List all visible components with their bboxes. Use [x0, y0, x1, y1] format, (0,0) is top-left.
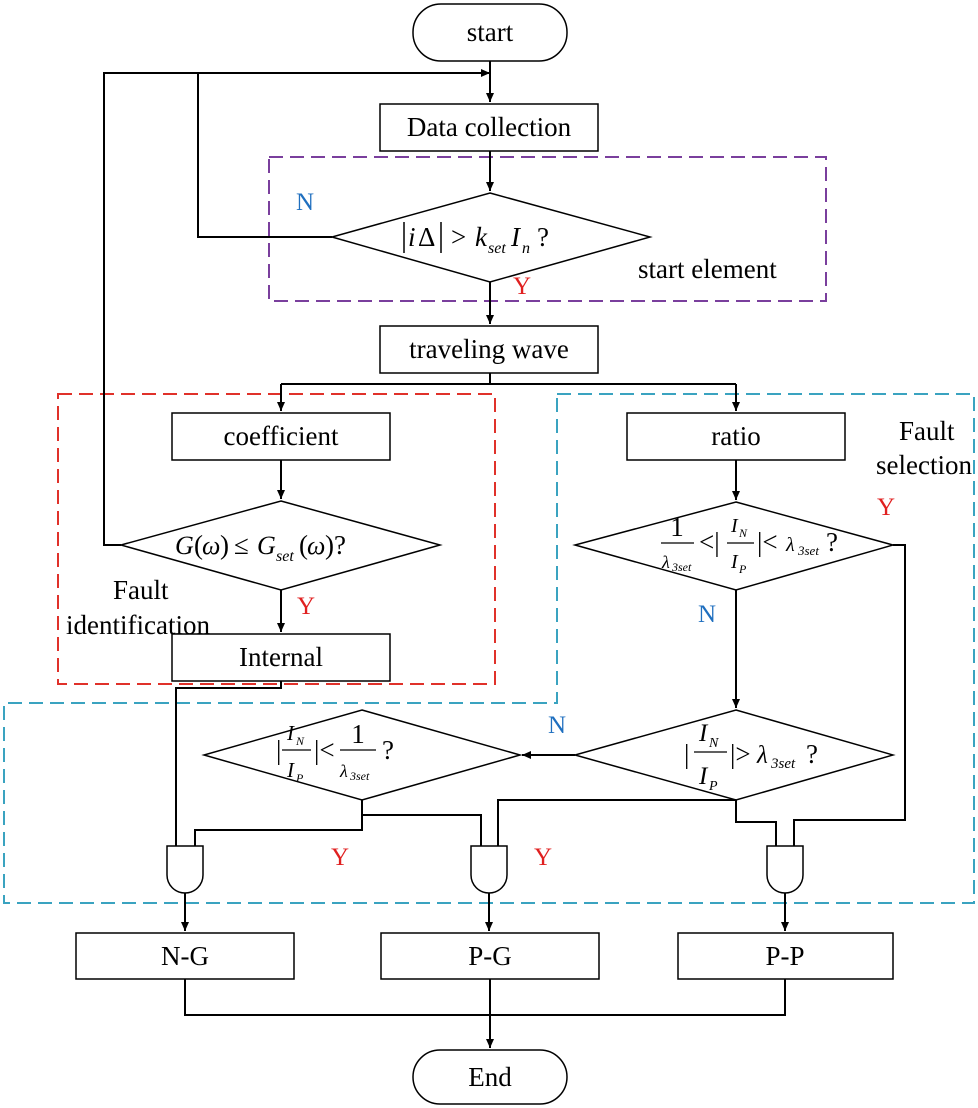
g-check-diamond [118, 500, 443, 591]
svg-text:I: I [698, 720, 709, 747]
pp-box [677, 932, 894, 980]
ratio-range-formula: 1 λ 3set <| I N I P |< λ 3set ? [661, 512, 838, 576]
no-label-start: N [296, 189, 314, 216]
svg-text:≤: ≤ [234, 530, 249, 560]
internal-box [171, 633, 391, 682]
start-label: start [467, 17, 514, 47]
svg-text:3set: 3set [349, 769, 370, 783]
svg-text:<|: <| [699, 527, 720, 557]
svg-text:n: n [522, 240, 530, 257]
yes-label-g-check: Y [297, 593, 315, 620]
and-gate-pp [766, 845, 804, 894]
svg-text:|: | [684, 739, 689, 769]
coefficient-label: coefficient [224, 421, 339, 451]
svg-text:(: ( [194, 530, 203, 560]
yes-label-ratio-low: Y [331, 844, 349, 871]
svg-text:λ: λ [661, 552, 670, 572]
fault-selection-label-1: Fault [899, 416, 955, 446]
internal-label: Internal [239, 642, 323, 672]
svg-text:1: 1 [670, 512, 684, 542]
fault-identification-label-1: Fault [113, 575, 169, 605]
svg-text:λ: λ [785, 534, 795, 556]
fault-identification-label-2: identification [66, 610, 210, 640]
data-collection-label: Data collection [407, 112, 572, 142]
yes-label-ratio-range: Y [877, 494, 895, 521]
ratio-box [626, 412, 846, 461]
svg-text:I: I [286, 721, 295, 745]
svg-text:?: ? [826, 527, 838, 557]
yes-label-ratio-high: Y [534, 844, 552, 871]
svg-text:)?: )? [325, 530, 346, 560]
svg-text:G: G [257, 531, 276, 560]
svg-text:P: P [738, 562, 747, 576]
ratio-low-formula: | I N I P |< 1 λ 3set ? [276, 719, 394, 785]
ratio-high-formula: | I N I P |> λ 3set ? [684, 720, 818, 794]
start-check-diamond [329, 192, 653, 283]
svg-text:|<: |< [314, 735, 335, 765]
svg-text:I: I [730, 515, 739, 537]
svg-text:N: N [708, 736, 719, 751]
start-element-region [268, 156, 827, 302]
svg-text:λ: λ [756, 742, 768, 769]
connectors [103, 61, 906, 1048]
svg-text:1: 1 [351, 719, 365, 749]
svg-text:?: ? [806, 739, 818, 769]
and-gate-ng [166, 845, 204, 894]
svg-text:I: I [730, 551, 739, 573]
svg-text:|: | [276, 735, 281, 765]
svg-text:|>: |> [730, 739, 751, 769]
ng-box [75, 932, 295, 980]
svg-text:?: ? [537, 222, 549, 252]
yes-label-start: Y [513, 273, 531, 300]
g-check-formula: G ( ω ) ≤ G set ( ω )? [175, 530, 346, 565]
svg-text:N: N [738, 526, 748, 540]
fault-selection-label-2: selection [876, 450, 972, 480]
svg-text:>: > [451, 222, 466, 252]
svg-text:P: P [708, 779, 718, 794]
data-collection-box [379, 103, 599, 152]
ratio-label: ratio [711, 421, 760, 451]
coefficient-box [171, 412, 391, 461]
no-label-ratio-high: N [548, 712, 566, 739]
svg-text:(: ( [299, 530, 308, 560]
pg-box [380, 932, 600, 980]
end-label: End [468, 1062, 512, 1092]
start-element-label: start element [638, 254, 777, 284]
svg-text:P: P [295, 771, 304, 785]
svg-text:3set: 3set [770, 756, 796, 772]
start-check-formula: i Δ > k set I n ? [403, 222, 549, 257]
svg-text:I: I [698, 763, 709, 790]
svg-text:k: k [475, 222, 488, 252]
svg-text:I: I [286, 758, 295, 782]
svg-text:set: set [488, 240, 506, 257]
svg-text:Δ: Δ [418, 222, 435, 252]
svg-text:?: ? [382, 735, 394, 765]
fault-identification-region [57, 393, 496, 685]
ng-label: N-G [161, 941, 209, 971]
svg-text:set: set [276, 548, 294, 565]
svg-text:ω: ω [202, 531, 220, 560]
svg-text:ω: ω [307, 531, 325, 560]
no-label-ratio-range: N [698, 601, 716, 628]
svg-text:N: N [295, 734, 305, 748]
svg-text:I: I [510, 222, 522, 252]
pg-label: P-G [468, 941, 512, 971]
fault-selection-region [3, 393, 975, 904]
svg-text:i: i [408, 222, 416, 252]
svg-text:λ: λ [339, 761, 348, 781]
end-terminal [412, 1049, 568, 1105]
svg-text:G: G [175, 531, 194, 560]
svg-text:3set: 3set [797, 543, 819, 558]
svg-text:|<: |< [757, 527, 778, 557]
svg-text:3set: 3set [671, 560, 692, 574]
traveling-wave-label: traveling wave [409, 334, 569, 364]
svg-text:): ) [220, 530, 229, 560]
and-gate-pg [470, 845, 508, 894]
pp-label: P-P [765, 941, 804, 971]
